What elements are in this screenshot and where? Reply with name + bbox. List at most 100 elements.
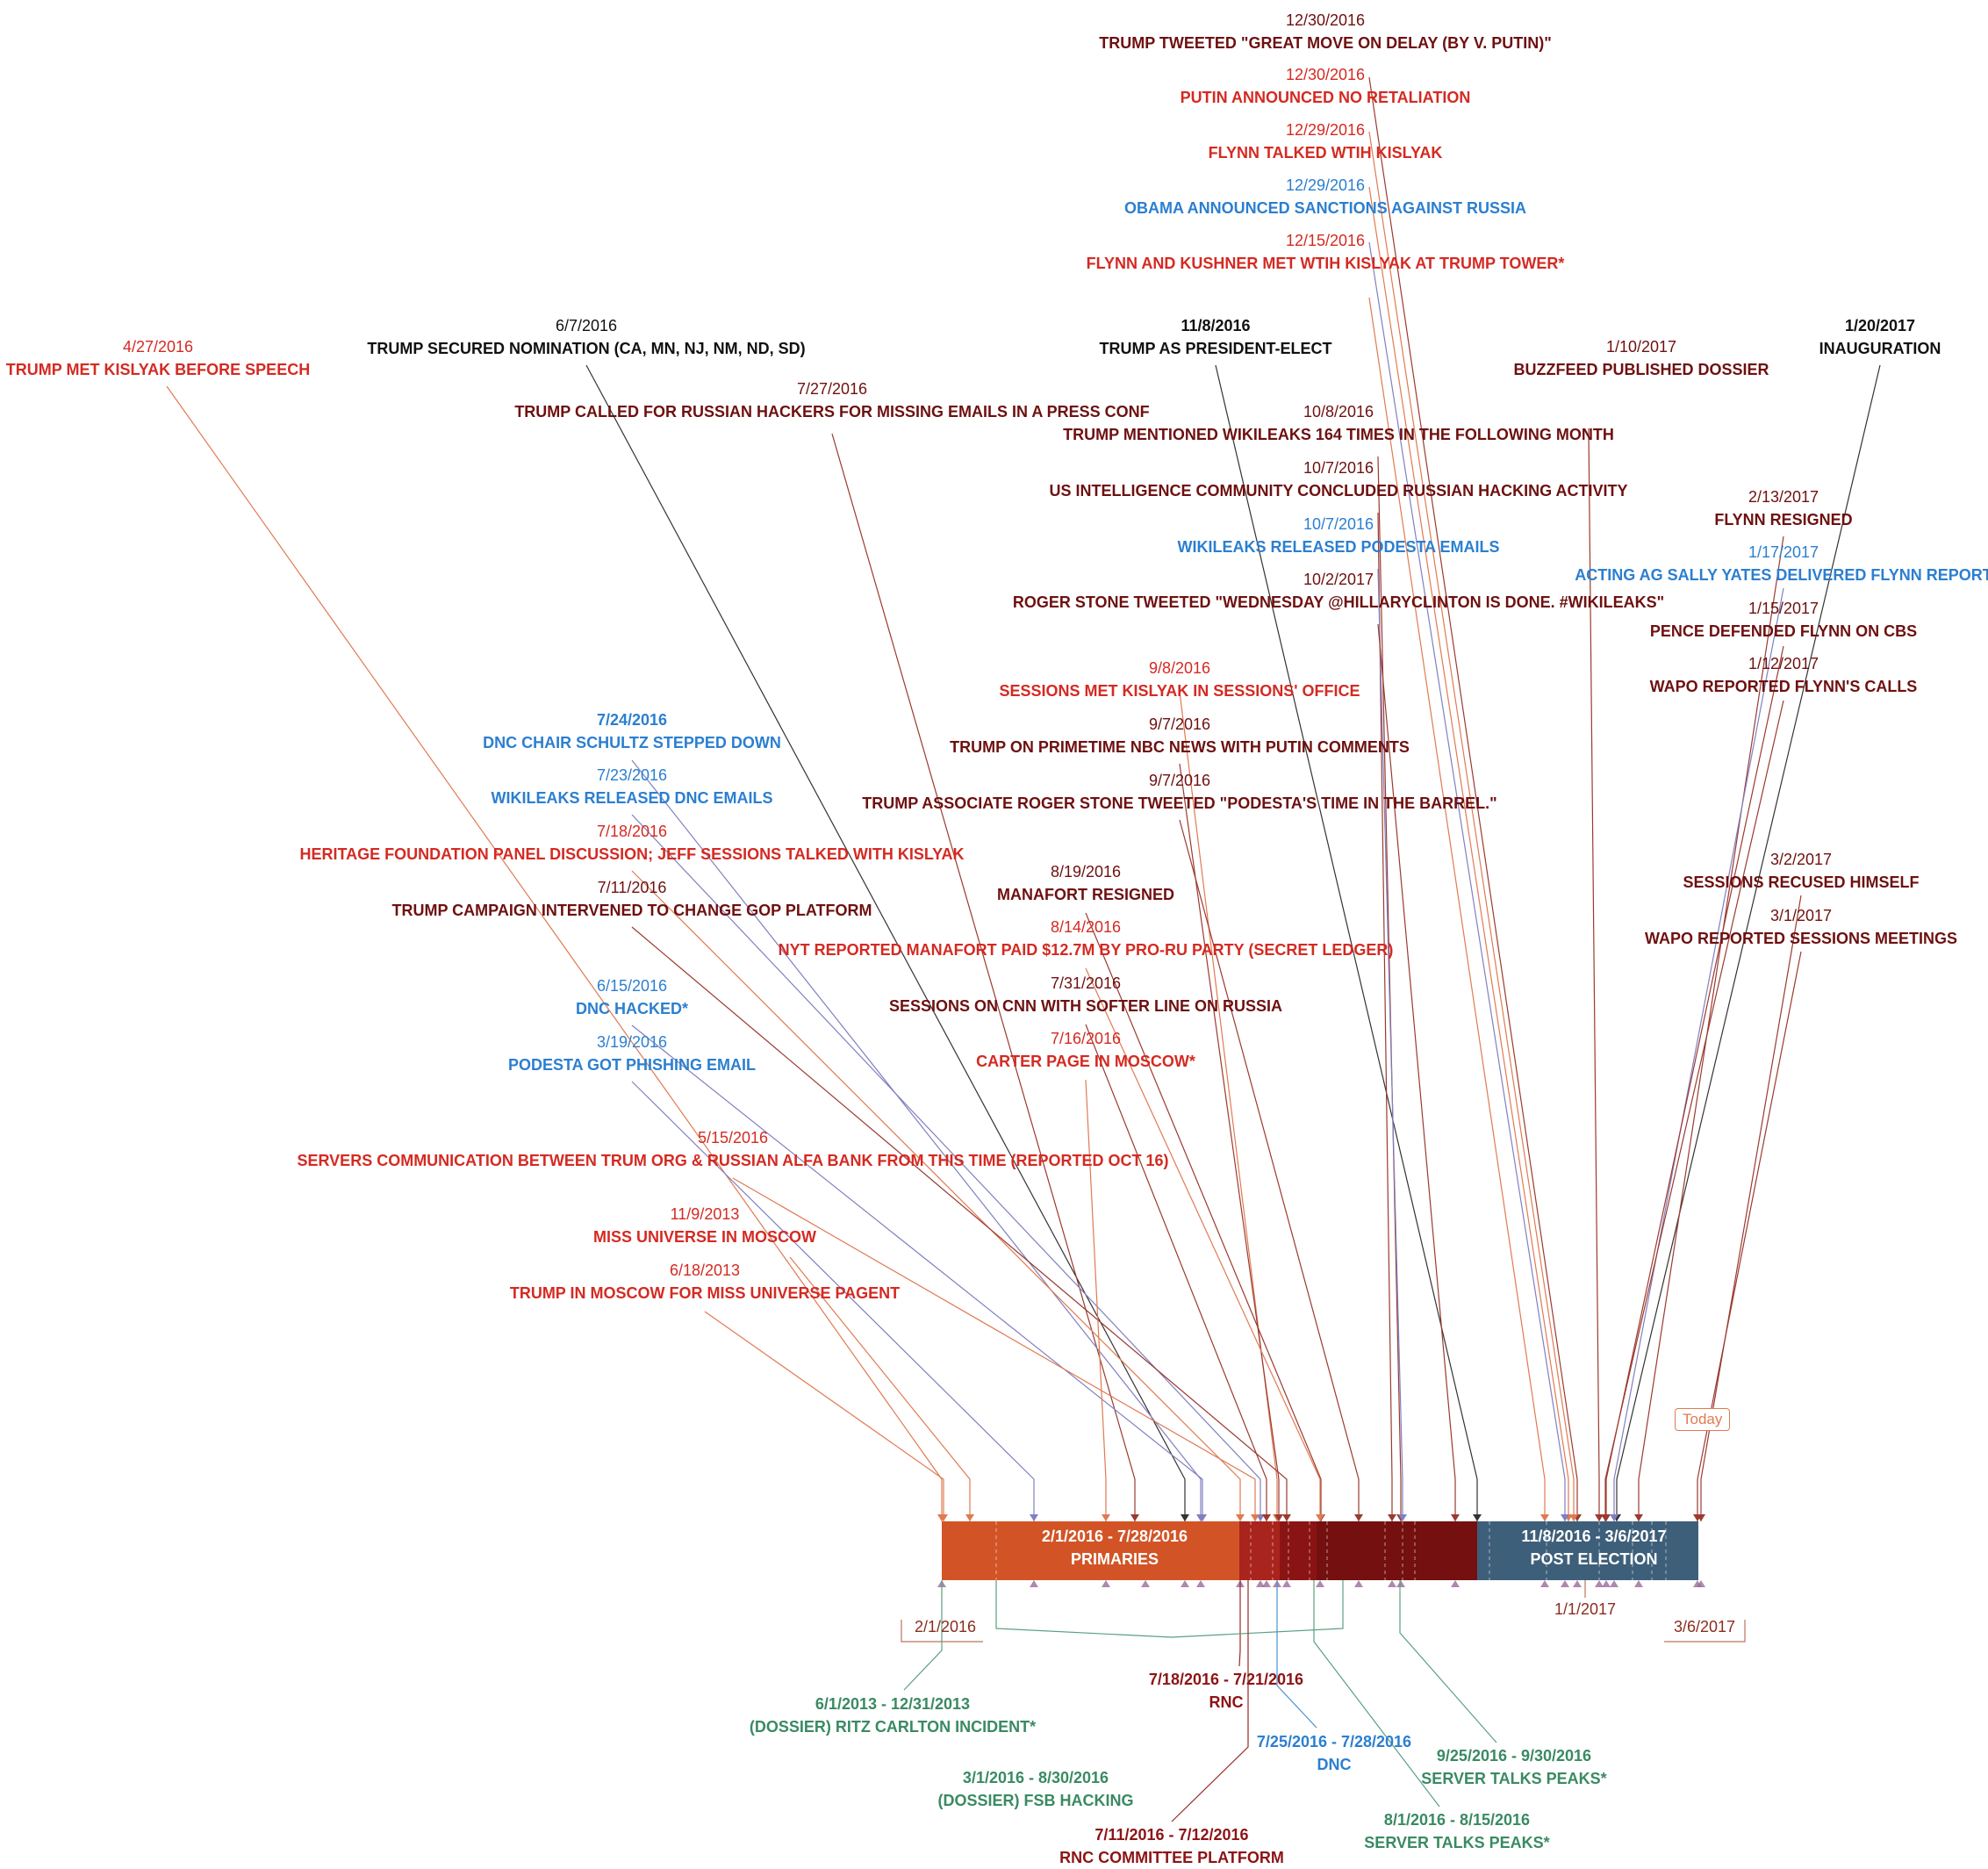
span-range: 7/18/2016 - 7/21/2016 (1148, 1671, 1304, 1688)
event-leader-line (1179, 691, 1278, 1521)
span-bracket (995, 1580, 1344, 1638)
band-bottom-marker (1316, 1580, 1324, 1587)
span-name: SERVER TALKS PEAKS* (1421, 1770, 1607, 1787)
post-election-name: POST ELECTION (1530, 1550, 1658, 1568)
primaries-band-label: 2/1/2016 - 7/28/2016 PRIMARIES (1042, 1525, 1188, 1571)
event-date: 12/29/2016 (1285, 176, 1366, 194)
event-date: 7/27/2016 (796, 380, 868, 398)
event-leader-line (704, 1311, 944, 1521)
event-title: WIKILEAKS RELEASED PODESTA EMAILS (1177, 538, 1500, 556)
event-title: ACTING AG SALLY YATES DELIVERED FLYNN RE… (1575, 566, 1988, 584)
event-leader-line (1085, 912, 1322, 1521)
band-bottom-marker (1451, 1580, 1460, 1587)
event-date: 7/11/2016 (597, 879, 667, 896)
event-title: SESSIONS MET KISLYAK IN SESSIONS' OFFICE (999, 682, 1360, 700)
event-date: 6/18/2013 (669, 1262, 741, 1279)
event-leader-line (1377, 623, 1456, 1521)
event-date: 8/14/2016 (1050, 918, 1122, 936)
axis-end-label: 3/6/2017 (1673, 1618, 1736, 1635)
event-marker (1634, 1514, 1643, 1521)
span-label: 6/1/2013 - 12/31/2013(DOSSIER) RITZ CARL… (750, 1693, 1036, 1738)
span-bracket (1171, 1580, 1249, 1822)
band-bottom-marker (1354, 1580, 1363, 1587)
event-leader-line (1368, 76, 1578, 1521)
event-title: SESSIONS RECUSED HIMSELF (1683, 873, 1920, 891)
event-marker (1236, 1514, 1245, 1521)
event-title: TRUMP TWEETED "GREAT MOVE ON DELAY (BY V… (1099, 34, 1552, 52)
event-date: 9/7/2016 (1148, 715, 1211, 733)
event-title: TRUMP MENTIONED WIKILEAKS 164 TIMES IN T… (1063, 426, 1614, 443)
event-leader-line (1700, 895, 1802, 1521)
event-date: 12/29/2016 (1285, 121, 1366, 139)
event-title: FLYNN RESIGNED (1714, 511, 1853, 528)
event-leader-line (1638, 536, 1784, 1521)
event-marker (1595, 1514, 1604, 1521)
event-leader-line (789, 1256, 971, 1521)
event-leader-line (1368, 186, 1569, 1521)
event-title: PODESTA GOT PHISHING EMAIL (507, 1056, 757, 1074)
event-date: 12/15/2016 (1285, 232, 1366, 249)
event-leader-line (1377, 456, 1402, 1521)
event-leader-line (631, 870, 1241, 1521)
band-bottom-marker (1256, 1580, 1265, 1587)
band-bottom-marker (1573, 1580, 1582, 1587)
event-title: MANAFORT RESIGNED (997, 886, 1174, 903)
span-bracket (1238, 1580, 1241, 1667)
axis-start-label: 2/1/2016 (914, 1618, 977, 1635)
event-date: 11/8/2016 (1181, 317, 1251, 334)
band-segment (1280, 1521, 1317, 1580)
event-date: 7/18/2016 (596, 823, 668, 840)
post-election-band-label: 11/8/2016 - 3/6/2017 POST ELECTION (1521, 1525, 1666, 1571)
event-date: 10/7/2016 (1303, 459, 1374, 477)
span-bracket (1399, 1580, 1497, 1743)
post-election-range: 11/8/2016 - 3/6/2017 (1521, 1528, 1667, 1545)
event-marker (1130, 1514, 1139, 1521)
event-date: 10/8/2016 (1303, 403, 1374, 421)
band-bottom-marker (1282, 1580, 1291, 1587)
band-bottom-marker (1634, 1580, 1643, 1587)
event-marker (1030, 1514, 1038, 1521)
event-title: HERITAGE FOUNDATION PANEL DISCUSSION; JE… (299, 845, 965, 863)
event-marker (1282, 1514, 1291, 1521)
event-title: PUTIN ANNOUNCED NO RETALIATION (1180, 89, 1471, 106)
event-date: 1/15/2017 (1748, 600, 1819, 617)
event-title: TRUMP CAMPAIGN INTERVENED TO CHANGE GOP … (391, 902, 872, 919)
event-marker (1102, 1514, 1110, 1521)
event-title: DNC CHAIR SCHULTZ STEPPED DOWN (483, 734, 781, 751)
event-leader-line (1368, 241, 1566, 1521)
event-date: 6/15/2016 (596, 977, 668, 995)
event-date: 10/2/2017 (1303, 571, 1374, 588)
event-title: TRUMP AS PRESIDENT-ELECT (1099, 340, 1332, 357)
event-date: 5/15/2016 (697, 1129, 769, 1147)
event-marker (1451, 1514, 1460, 1521)
band-segment (1239, 1521, 1280, 1580)
band-segment (1317, 1521, 1477, 1580)
event-leader-line (631, 814, 1261, 1521)
event-title: TRUMP CALLED FOR RUSSIAN HACKERS FOR MIS… (514, 403, 1150, 421)
event-leader-line (1605, 645, 1784, 1521)
event-date: 3/2/2017 (1769, 851, 1833, 868)
event-date: 2/13/2017 (1748, 488, 1819, 506)
event-title: MISS UNIVERSE IN MOSCOW (592, 1228, 817, 1246)
event-marker (1251, 1514, 1260, 1521)
axis-start-bracket (901, 1620, 983, 1643)
event-leader-line (1377, 512, 1393, 1521)
event-date: 7/24/2016 (596, 711, 668, 729)
